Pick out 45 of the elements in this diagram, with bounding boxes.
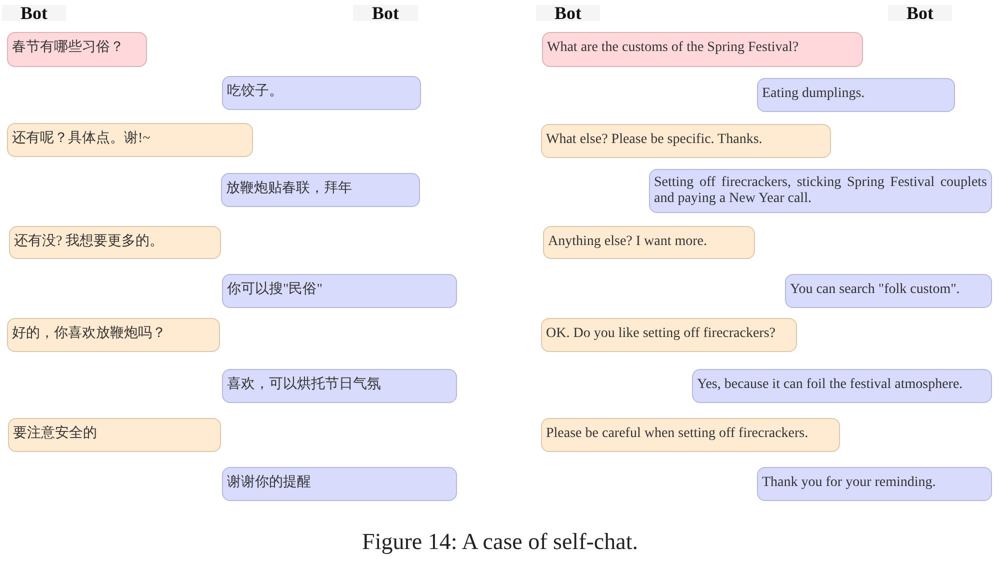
message-text: 还有没? 我想要更多的。 [14, 234, 164, 250]
message-text: Thank you for your reminding. [762, 475, 936, 491]
speaker-label: Bot [353, 5, 418, 21]
chat-bubble [7, 123, 253, 157]
speaker-label: Bot [888, 5, 952, 21]
chat-bubble [757, 467, 992, 501]
chat-bubble [221, 173, 420, 207]
message-text: Eating dumplings. [762, 86, 865, 102]
chat-bubble [222, 76, 421, 110]
message-text: 喜欢，可以烘托节日气氛 [227, 377, 381, 393]
chat-bubble [222, 274, 457, 308]
message-text: 你可以搜"民俗" [227, 282, 322, 298]
message-text: 春节有哪些习俗？ [12, 40, 124, 56]
speaker-label: Bot [536, 5, 600, 21]
chat-bubble [222, 369, 457, 403]
message-text: 放鞭炮贴春联，拜年 [226, 181, 352, 197]
chat-bubble [541, 318, 797, 352]
message-text: 要注意安全的 [13, 426, 97, 442]
chat-bubble [757, 78, 955, 112]
chat-bubble [541, 124, 831, 158]
message-text: 还有呢？具体点。谢!~ [12, 131, 150, 147]
chat-bubble [785, 274, 992, 308]
chat-bubble [542, 32, 863, 67]
chat-bubble [8, 418, 221, 452]
chat-bubble [7, 32, 147, 67]
message-text: What are the customs of the Spring Festival? [547, 40, 799, 56]
chat-bubble [9, 226, 221, 259]
message-text: 谢谢你的提醒 [227, 475, 311, 491]
chat-bubble [649, 169, 992, 213]
message-text: Anything else? I want more. [548, 234, 708, 250]
figure-caption: Figure 14: A case of self-chat. [362, 528, 638, 556]
speaker-label: Bot [2, 5, 66, 21]
message-text: Setting off firecrackers, sticking Spring Festival couplets and paying a New Year call. [654, 175, 987, 207]
chat-bubble [692, 369, 992, 403]
message-text: Please be careful when setting off firecrackers. [546, 426, 808, 442]
message-text: OK. Do you like setting off firecrackers? [546, 326, 776, 342]
message-text: 吃饺子。 [227, 84, 283, 100]
chat-bubble [543, 226, 755, 259]
message-text: You can search "folk custom". [790, 282, 960, 298]
chat-bubble [541, 418, 840, 452]
chat-bubble [222, 467, 457, 501]
message-text: Yes, because it can foil the festival atmosphere. [697, 377, 963, 393]
chat-bubble [7, 318, 220, 352]
message-text: What else? Please be specific. Thanks. [546, 132, 762, 148]
message-text: 好的，你喜欢放鞭炮吗？ [12, 326, 166, 342]
